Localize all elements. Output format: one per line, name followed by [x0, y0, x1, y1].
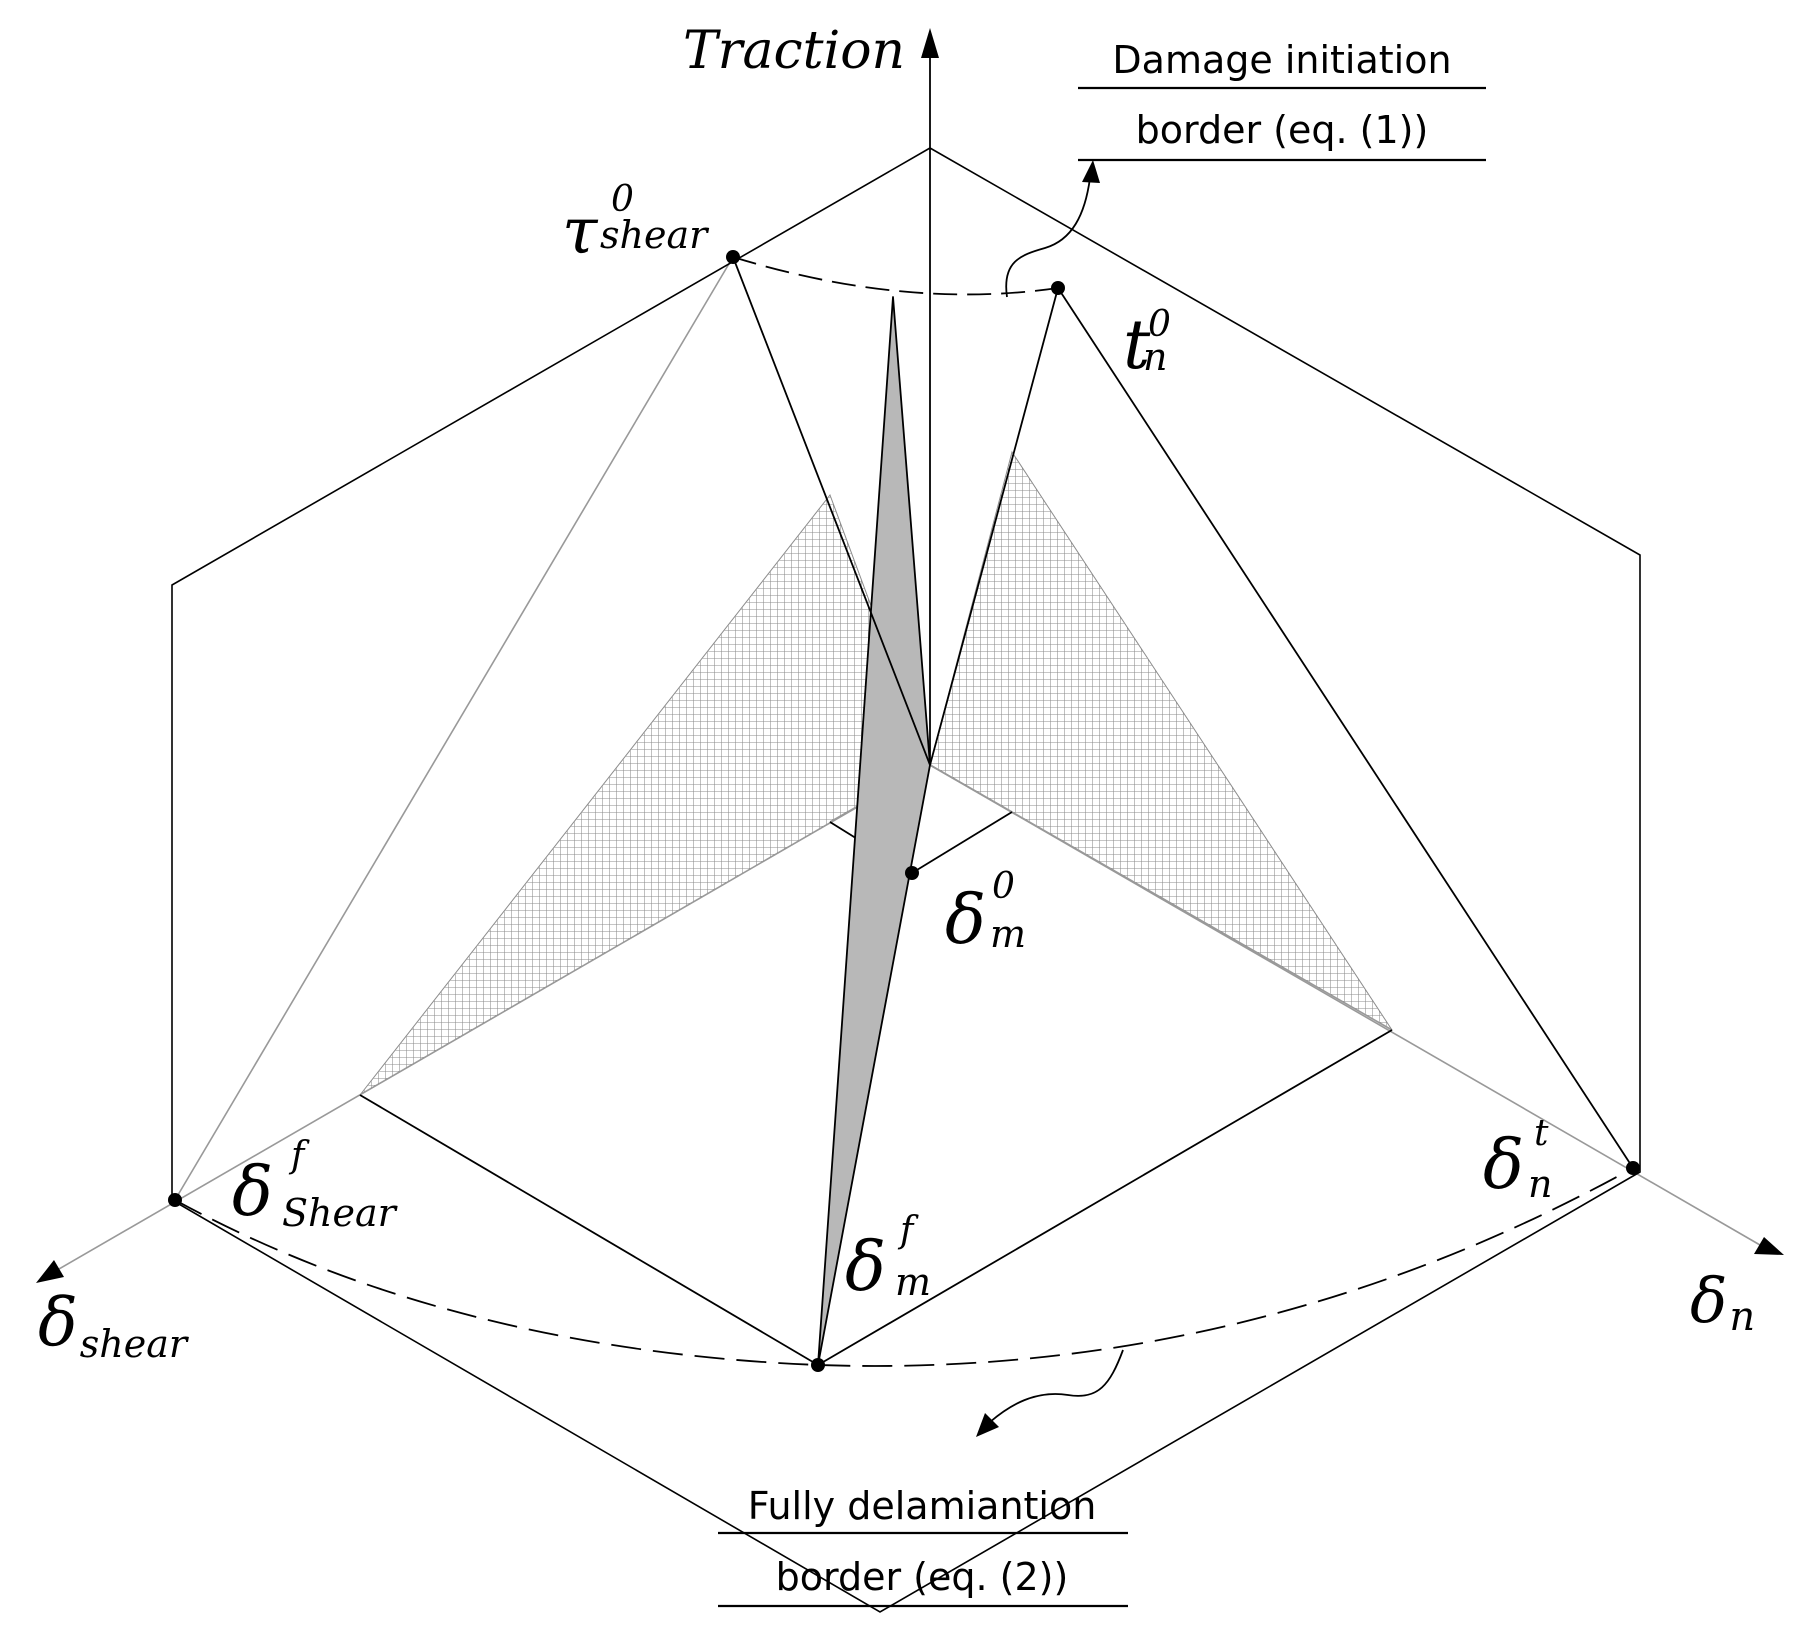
- shear-axis-arrowhead: [36, 1260, 64, 1283]
- svg-text:t: t: [1123, 306, 1151, 385]
- tau-shear-label: τ 0 shear: [562, 179, 710, 269]
- svg-text:0: 0: [992, 866, 1015, 907]
- full-delamination-leader-arrowhead: [976, 1413, 999, 1437]
- damage-initiation-line2: border (eq. (1)): [1136, 108, 1429, 152]
- svg-text:δ: δ: [845, 1228, 886, 1307]
- svg-text:δ: δ: [232, 1153, 273, 1232]
- damage-initiation-leader-arrowhead: [1082, 160, 1100, 183]
- delta-m0-label: δ 0 m: [945, 866, 1026, 960]
- traction-axis-label: Traction: [683, 21, 905, 81]
- svg-text:n: n: [1143, 335, 1167, 379]
- construction-lines: [39, 256, 1761, 1281]
- delta-mf-label: δ f m: [845, 1210, 931, 1307]
- delta-m0-point: [905, 866, 919, 880]
- svg-text:f: f: [897, 1210, 919, 1251]
- svg-text:shear: shear: [600, 213, 710, 257]
- full-delamination-callout: Fully delamiantion border (eq. (2)): [718, 1484, 1128, 1608]
- full-delamination-leader: [989, 1349, 1124, 1423]
- floor-edges: [359, 811, 1393, 1366]
- traction-separation-lines: [732, 256, 1634, 1169]
- delta-shear-f-point: [168, 1193, 182, 1207]
- svg-text:t: t: [1534, 1113, 1549, 1154]
- svg-text:m: m: [895, 1260, 931, 1304]
- svg-text:δ: δ: [1483, 1126, 1524, 1205]
- damage-initiation-callout: Damage initiation border (eq. (1)): [1078, 38, 1486, 162]
- delta-shear-f-label: δ f Shear: [232, 1135, 399, 1235]
- full-delamination-line1: Fully delamiantion: [748, 1484, 1097, 1528]
- svg-text:Shear: Shear: [282, 1191, 399, 1235]
- delta-mf-point: [811, 1358, 825, 1372]
- damage-initiation-line1: Damage initiation: [1112, 38, 1451, 82]
- tau-shear-point: [726, 250, 740, 264]
- point-markers: [168, 250, 1640, 1372]
- delta-nt-point: [1626, 1161, 1640, 1175]
- traction-axis-arrowhead: [921, 28, 939, 58]
- full-delamination-border: [174, 1167, 1634, 1367]
- outer-frame: [171, 147, 1641, 1613]
- delta-nt-label: δ t n: [1483, 1113, 1552, 1206]
- full-delamination-line2: border (eq. (2)): [776, 1555, 1069, 1599]
- t-n-label: t 0 n: [1123, 304, 1171, 385]
- svg-text:0: 0: [1148, 304, 1171, 345]
- shear-axis-label: δshear: [38, 1284, 190, 1366]
- normal-axis-label: δn: [1690, 1264, 1755, 1340]
- svg-text:0: 0: [611, 179, 634, 220]
- t-n-point: [1051, 281, 1065, 295]
- damage-initiation-border: [732, 256, 1059, 296]
- svg-text:δ: δ: [945, 881, 986, 960]
- svg-text:τ: τ: [562, 195, 599, 269]
- damage-initiation-leader: [1005, 177, 1091, 298]
- svg-text:m: m: [990, 912, 1026, 956]
- svg-text:f: f: [288, 1135, 310, 1176]
- svg-text:n: n: [1528, 1162, 1552, 1206]
- mixed-mode-triangle: [817, 296, 931, 1366]
- normal-axis-arrowhead: [1754, 1237, 1784, 1255]
